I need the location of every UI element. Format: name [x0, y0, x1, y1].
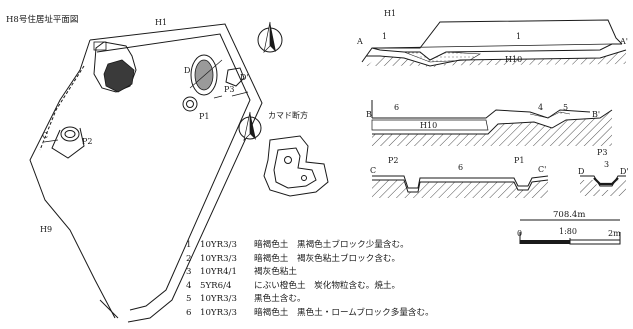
legend-code: 5YR6/4 [200, 280, 232, 291]
label-a: A [357, 37, 363, 46]
legend-row: 3 10YR4/1 褐灰色粘土 [186, 266, 606, 280]
label-p3-section: P3 [597, 148, 608, 157]
north-arrow-large [257, 21, 283, 54]
legend-desc: 暗褐色土 黒色土・ロームブロック多量含む。 [254, 307, 434, 318]
dwelling-outer-wall [89, 23, 263, 323]
legend-row: 1 10YR3/3 暗褐色土 黒褐色土ブロック少量含む。 [186, 239, 606, 253]
legend-desc: 褐灰色粘土 [254, 267, 297, 278]
dwelling-inner-wall [96, 33, 251, 311]
legend-code: 10YR3/3 [200, 253, 237, 264]
label-b-prime: B' [592, 110, 601, 119]
pit-p1 [182, 96, 198, 112]
label-p2-plan: P2 [82, 137, 93, 146]
legend-code: 10YR4/1 [200, 267, 237, 278]
label-a-h10: H10 [505, 55, 523, 64]
label-a-layer1-center: 1 [516, 32, 522, 41]
section-c [372, 175, 549, 198]
scale-bar [519, 219, 621, 245]
label-b-layer5: 5 [563, 103, 569, 112]
north-arrow-small [238, 111, 262, 142]
label-a-prime: A' [620, 37, 628, 46]
legend-row: 6 10YR3/3 暗褐色土 黒色土・ロームブロック多量含む。 [186, 307, 606, 321]
label-p2-section: P2 [388, 156, 399, 165]
label-b: B [366, 110, 372, 119]
label-d-prime-section: D' [620, 167, 629, 176]
legend-desc: 暗褐色土 黒褐色土ブロック少量含む。 [254, 240, 409, 250]
label-b-h10: H10 [420, 121, 438, 130]
kamado-detail [263, 135, 329, 197]
legend-desc: にぶい橙色土 炭化物粒含む。焼土。 [254, 280, 401, 291]
plan-title: H8号住居址平面図 [6, 15, 79, 25]
label-c-layer6: 6 [458, 163, 464, 172]
label-a-layer1-left: 1 [382, 32, 388, 41]
label-d-prime-plan: D' [240, 73, 249, 82]
soil-legend: 1 10YR3/3 暗褐色土 黒褐色土ブロック少量含む。 2 10YR3/3 暗… [186, 239, 606, 321]
legend-code: 10YR3/3 [200, 240, 237, 250]
label-d-layer3: 3 [604, 160, 610, 169]
label-d-plan: D [184, 66, 191, 75]
burnt-soil-patch [103, 59, 135, 93]
legend-desc: 暗褐色土 褐灰色粘土ブロック含む。 [254, 253, 401, 264]
label-b-layer4: 4 [538, 103, 544, 112]
label-c-section: C [370, 166, 377, 175]
scale-end: 2m [608, 229, 621, 238]
legend-row: 4 5YR6/4 にぶい橙色土 炭化物粒含む。焼土。 [186, 280, 606, 294]
dwelling-left-edge [29, 39, 116, 319]
label-h9: H9 [40, 225, 53, 234]
label-b-layer6: 6 [394, 103, 400, 112]
legend-row: 2 10YR3/3 暗褐色土 褐灰色粘土ブロック含む。 [186, 253, 606, 267]
label-p1-section: P1 [514, 156, 525, 165]
legend-code: 10YR3/3 [200, 294, 237, 305]
pit-d [189, 54, 223, 96]
label-p3-plan: P3 [224, 85, 235, 94]
kamado-plan [93, 41, 137, 93]
section-d [580, 175, 626, 196]
legend-num: 2 [186, 253, 192, 264]
scale-start: 0 [517, 229, 523, 238]
legend-num: 4 [186, 280, 192, 291]
legend-num: 3 [186, 267, 192, 278]
scale-elevation: 708.4m [553, 210, 586, 220]
pit-p3 [225, 67, 245, 87]
label-c-prime-section: C' [538, 165, 547, 174]
dwelling-plan [29, 23, 263, 323]
legend-num: 5 [186, 294, 192, 305]
label-d-section: D [578, 167, 585, 176]
label-h1-section: H1 [384, 9, 397, 18]
legend-code: 10YR3/3 [200, 307, 237, 318]
label-h1-plan: H1 [155, 18, 168, 27]
legend-num: 6 [186, 307, 192, 318]
legend-desc: 黒色土含む。 [254, 294, 306, 305]
label-kamado: カマド断方 [268, 111, 308, 120]
label-c-plan: C [42, 131, 49, 140]
section-markers-plan [43, 91, 249, 143]
section-b [371, 100, 613, 146]
scale-ratio: 1:80 [559, 227, 577, 236]
legend-num: 1 [186, 240, 192, 250]
pit-p2 [51, 126, 85, 159]
legend-row: 5 10YR3/3 黒色土含む。 [186, 293, 606, 307]
label-p1-plan: P1 [199, 112, 210, 121]
section-a [361, 19, 627, 68]
